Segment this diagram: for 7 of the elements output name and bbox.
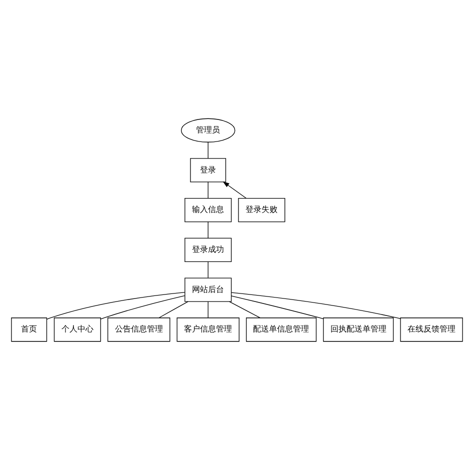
- connector: [46, 292, 186, 320]
- connector: [231, 296, 324, 320]
- connector: [231, 292, 401, 320]
- connector: [100, 295, 186, 320]
- arrow: [222, 181, 247, 199]
- connector: [228, 301, 260, 318]
- connector: [158, 301, 188, 318]
